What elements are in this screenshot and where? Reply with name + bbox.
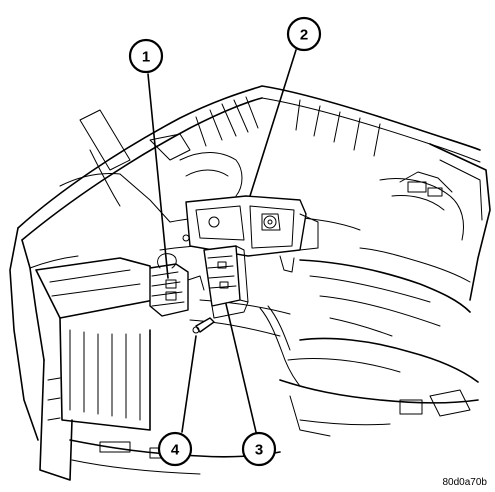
callout-circle xyxy=(157,431,193,467)
leader-lines xyxy=(147,49,297,433)
vehicle-structure-drawing xyxy=(9,85,491,481)
callout-label: 3 xyxy=(255,442,263,459)
mounting-bracket-assembly xyxy=(182,195,319,273)
callout-circle xyxy=(241,431,277,467)
callout-circle xyxy=(286,16,322,52)
callout-circle xyxy=(128,38,164,74)
callout-1: 1 xyxy=(128,38,164,74)
fastener-bolt xyxy=(192,317,215,334)
reference-code: 80d0a70b xyxy=(443,477,488,488)
callout-3: 3 xyxy=(241,431,277,467)
callout-label: 2 xyxy=(300,27,308,44)
leader-line-4 xyxy=(181,335,197,433)
relay-fuse-block xyxy=(149,253,205,317)
leader-line-3 xyxy=(225,303,257,433)
leader-line-1 xyxy=(147,73,169,279)
leader-line-2 xyxy=(249,49,297,197)
callout-2: 2 xyxy=(286,16,322,52)
callout-label: 4 xyxy=(171,442,180,459)
callout-4: 4 xyxy=(157,431,193,467)
callout-label: 1 xyxy=(142,49,150,66)
